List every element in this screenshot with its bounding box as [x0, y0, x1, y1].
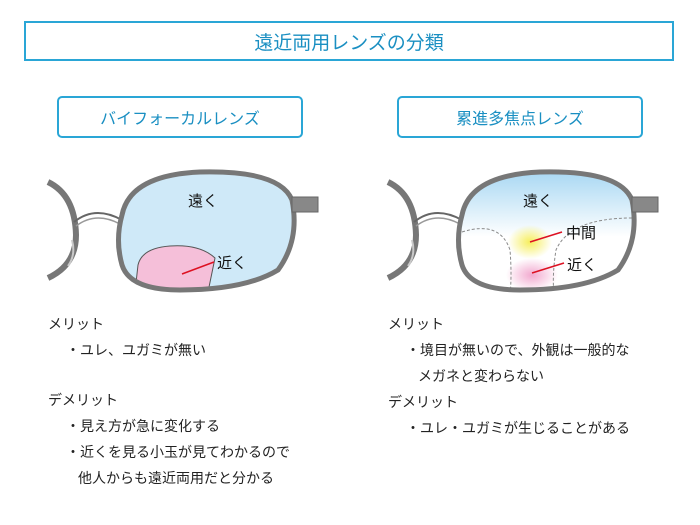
- demerit-item: ・ユレ・ユガミが生じることがある: [406, 421, 630, 437]
- near-segment: [134, 245, 216, 290]
- merit-heading: メリット: [388, 317, 444, 333]
- progressive-description: メリット ・境目が無いので、外観は一般的な メガネと変わらない デメリット ・ユ…: [388, 312, 630, 442]
- lens-frame: [116, 169, 297, 293]
- near-zone: [506, 258, 558, 290]
- demerit-item: ・近くを見る小玉が見てわかるので: [66, 445, 290, 461]
- middle-pointer: [529, 231, 563, 243]
- demerit-heading: デメリット: [48, 393, 118, 409]
- bifocal-label: バイフォーカルレンズ: [100, 109, 260, 128]
- lens-frame: [456, 169, 637, 293]
- merit-heading: メリット: [48, 317, 104, 333]
- temple: [631, 196, 659, 213]
- zone-boundary-right: [552, 217, 633, 290]
- demerit-item: ・見え方が急に変化する: [66, 419, 220, 435]
- demerit-item-continued: 他人からも遠近両用だと分かる: [78, 471, 274, 487]
- page-title: 遠近両用レンズの分類: [254, 31, 444, 54]
- nose-pad-left: [407, 239, 415, 267]
- temple: [291, 196, 319, 213]
- bridge-lower: [75, 217, 121, 227]
- progressive-label: 累進多焦点レンズ: [456, 109, 584, 128]
- bifocal-description: メリット ・ユレ、ユガミが無い デメリット ・見え方が急に変化する ・近くを見る…: [48, 312, 290, 492]
- bridge: [73, 212, 123, 223]
- merit-item: ・境目が無いので、外観は一般的な: [406, 343, 630, 359]
- left-lens-edge: [386, 179, 420, 281]
- demerit-heading: デメリット: [388, 395, 458, 411]
- far-label: 遠く: [523, 192, 553, 210]
- bridge: [413, 212, 463, 223]
- near-label: 近く: [567, 256, 597, 274]
- nose-pad-left: [67, 239, 75, 267]
- bridge-lower: [415, 217, 461, 227]
- near-label: 近く: [217, 254, 247, 272]
- near-pointer: [181, 261, 215, 275]
- bifocal-label-box: バイフォーカルレンズ: [57, 96, 303, 138]
- far-label: 遠く: [188, 192, 218, 210]
- zone-boundary-left: [461, 228, 512, 290]
- merit-item-continued: メガネと変わらない: [418, 369, 544, 385]
- progressive-label-box: 累進多焦点レンズ: [397, 96, 643, 138]
- left-lens-edge: [46, 179, 80, 281]
- merit-item: ・ユレ、ユガミが無い: [66, 343, 206, 359]
- progressive-glasses-diagram: 遠く 中間 近く: [386, 169, 659, 293]
- title-box: 遠近両用レンズの分類: [24, 21, 674, 61]
- near-pointer: [531, 262, 565, 274]
- middle-label: 中間: [566, 224, 596, 242]
- bifocal-glasses-diagram: 遠く 近く: [46, 169, 319, 293]
